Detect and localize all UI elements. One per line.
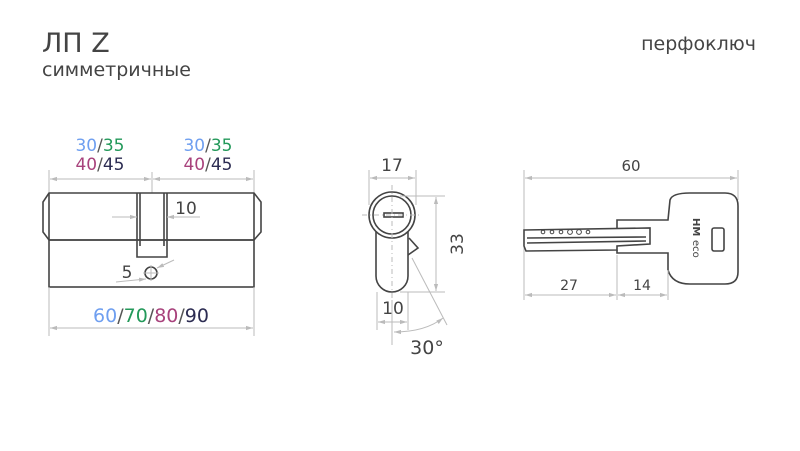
left-half-sizes-row1: 30/35 xyxy=(75,136,124,156)
right-half-sizes-row1: 30/35 xyxy=(183,136,232,156)
side-width-dim: 17 xyxy=(381,156,403,176)
left-half-sizes-row2: 40/45 xyxy=(75,155,124,175)
shoulder-length-dim: 14 xyxy=(633,278,651,294)
key-brand: HM xyxy=(690,218,701,236)
cam-width-dim: 10 xyxy=(175,199,197,219)
right-half-sizes-row2: 40/45 xyxy=(183,155,232,175)
key-view: 60 HM eco 27 14 xyxy=(523,157,739,300)
key-type-label: перфоключ xyxy=(641,33,756,55)
cylinder-side-view: 17 33 10 30° xyxy=(362,156,468,359)
side-bottom-width-dim: 10 xyxy=(382,299,404,319)
cylinder-front-view: 30/35 40/45 30/35 40/45 10 5 60/70/80/90 xyxy=(42,136,262,336)
total-lengths: 60/70/80/90 xyxy=(93,305,209,327)
subtitle: симметричные xyxy=(42,59,191,81)
angle-dim: 30° xyxy=(410,337,444,359)
key-length-dim: 60 xyxy=(621,157,640,175)
blade-length-dim: 27 xyxy=(560,278,578,294)
title: ЛП Z xyxy=(42,28,110,59)
side-height-dim: 33 xyxy=(448,233,468,255)
hole-diameter-dim: 5 xyxy=(122,263,133,283)
key-model: eco xyxy=(690,240,701,258)
